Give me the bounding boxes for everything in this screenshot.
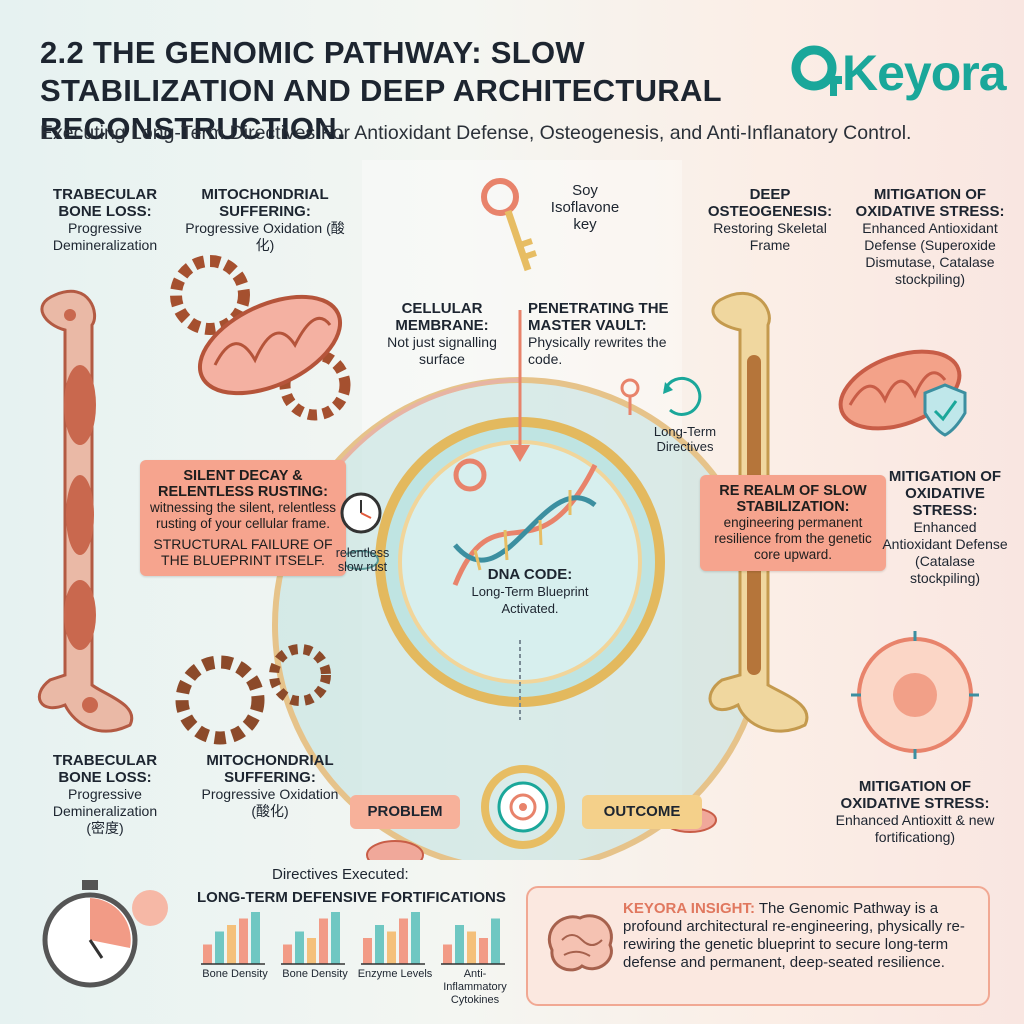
- logo-wordmark: Keyora: [842, 45, 1007, 101]
- bar-0-2: [227, 925, 236, 964]
- bar-3-4: [491, 918, 500, 964]
- directives-executed-label: Directives Executed:: [272, 866, 409, 883]
- oxidative-stress-label-2: MITIGATION OF OXIDATIVE STRESS:Enhanced …: [882, 468, 1008, 586]
- bar-2-3: [399, 918, 408, 964]
- deep-osteogenesis-label: DEEP OSTEOGENESIS:Restoring Skeletal Fra…: [707, 186, 833, 253]
- relentless-slow-rust-label: relentless slow rust: [335, 546, 390, 574]
- oxidative-stress-label-1: MITIGATION OF OXIDATIVE STRESS:Enhanced …: [855, 186, 1005, 287]
- master-vault-label: PENETRATING THE MASTER VAULT:Physically …: [528, 300, 669, 367]
- keyora-logo: Keyora: [790, 38, 1007, 108]
- rusted-gears-mitochondria: [170, 255, 351, 421]
- bar-category-label: Bone Density: [282, 968, 348, 980]
- healthy-mitochondria-shield: [838, 349, 967, 437]
- bar-2-2: [387, 931, 396, 964]
- soy-isoflavone-key-label: Soy Isoflavone key: [550, 182, 620, 233]
- dna-helix-illustration: [452, 458, 598, 586]
- fortification-bar-charts: [201, 912, 505, 965]
- bar-0-3: [239, 918, 248, 964]
- directive-keys-cycle-icon: [620, 376, 702, 416]
- keyora-insight-box: KEYORA INSIGHT: The Genomic Pathway is a…: [526, 886, 990, 1006]
- stopwatch-icon: [42, 880, 168, 988]
- silent-decay-callout: SILENT DECAY & RELENTLESS RUSTING: witne…: [140, 460, 346, 576]
- insight-text: KEYORA INSIGHT: The Genomic Pathway is a…: [623, 900, 965, 971]
- bar-category-label: Enzyme Levels: [357, 968, 433, 980]
- bar-2-0: [363, 938, 372, 964]
- oxidative-stress-label-3: MITIGATION OF OXIDATIVE STRESS:Enhanced …: [835, 778, 995, 845]
- trabecular-bone-loss-bottom: TRABECULAR BONE LOSS:Progressive Deminer…: [52, 752, 158, 836]
- bar-1-3: [319, 918, 328, 964]
- bar-1-0: [283, 944, 292, 964]
- page-subtitle: Executing Long-Term Directives For Antio…: [40, 122, 912, 144]
- bar-1-4: [331, 912, 340, 964]
- bar-1-2: [307, 938, 316, 964]
- background-art: [272, 160, 768, 860]
- clock-icon: [340, 492, 382, 534]
- outcome-pill: OUTCOME: [582, 795, 702, 829]
- long-term-directives-label: Long-Term Directives: [653, 424, 717, 454]
- mitochondrial-suffering-bottom: MITOCHONDRIAL SUFFERING:Progressive Oxid…: [201, 752, 339, 819]
- bar-2-1: [375, 925, 384, 964]
- page-title: 2.2 THE GENOMIC PATHWAY: SLOW STABILIZAT…: [40, 35, 722, 146]
- problem-pill: PROBLEM: [350, 795, 460, 829]
- bar-0-1: [215, 931, 224, 964]
- bar-1-1: [295, 931, 304, 964]
- brain-icon: [547, 914, 613, 972]
- bar-0-4: [251, 912, 260, 964]
- degraded-bone-illustration: [37, 289, 134, 733]
- soy-isoflavone-key-icon: [481, 178, 537, 272]
- target-cycle-icon: [481, 765, 565, 849]
- keyora-key-logo-icon: [791, 45, 842, 96]
- rusted-gears-bottom: [175, 644, 331, 745]
- cellular-membrane-label: CELLULAR MEMBRANE:Not just signalling su…: [387, 300, 497, 367]
- fortified-cell-icon: [851, 631, 979, 759]
- bar-3-1: [455, 925, 464, 964]
- fortifications-heading: LONG-TERM DEFENSIVE FORTIFICATIONS: [197, 889, 506, 906]
- mitochondrial-suffering-top: MITOCHONDRIAL SUFFERING:Progressive Oxid…: [185, 186, 345, 253]
- trabecular-bone-loss-top: TRABECULAR BONE LOSS:Progressive Deminer…: [52, 186, 158, 253]
- bar-3-3: [479, 938, 488, 964]
- bar-3-2: [467, 931, 476, 964]
- bar-category-label: Anti-Inflammatory Cytokines: [443, 968, 507, 1006]
- bar-2-4: [411, 912, 420, 964]
- bar-3-0: [443, 944, 452, 964]
- dna-code-label: DNA CODE:Long-Term Blueprint Activated.: [471, 566, 589, 616]
- bar-0-0: [203, 944, 212, 964]
- slow-stabilization-callout: RE REALM OF SLOW STABILIZATION: engineer…: [700, 475, 886, 571]
- bar-category-label: Bone Density: [202, 968, 268, 980]
